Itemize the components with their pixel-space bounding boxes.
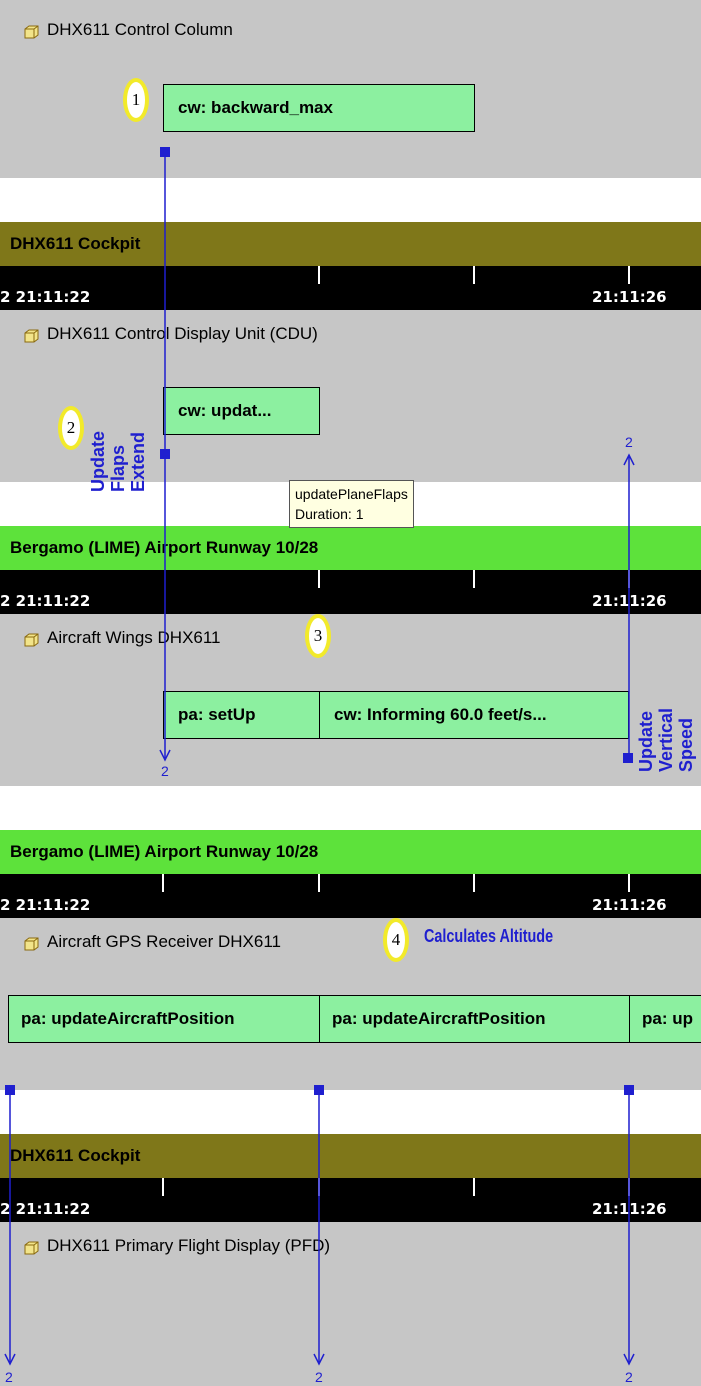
- lane-title-text: DHX611 Control Display Unit (CDU): [47, 324, 318, 343]
- lane-title-control-column: DHX611 Control Column: [24, 20, 233, 40]
- step-badge-4: 4: [383, 918, 409, 962]
- time-ruler-3: 2 21:11:22 21:11:26: [0, 874, 701, 918]
- lane-title-text: Aircraft Wings DHX611: [47, 628, 221, 647]
- activity-backward-max[interactable]: cw: backward_max: [163, 84, 475, 132]
- annotation-calculates-altitude: Calculates Altitude: [424, 926, 554, 946]
- lane-title-cdu: DHX611 Control Display Unit (CDU): [24, 324, 318, 344]
- step-badge-2: 2: [58, 406, 84, 450]
- time-right: 21:11:26: [592, 896, 667, 914]
- step-badge-1: 1: [123, 78, 149, 122]
- time-left: 2 21:11:22: [0, 592, 91, 610]
- cube-icon: [24, 24, 39, 38]
- time-right: 21:11:26: [592, 288, 667, 306]
- annotation-update-vertical-speed: Update Vertical Speed: [636, 707, 696, 772]
- time-ruler-1: 2 21:11:22 21:11:26: [0, 266, 701, 310]
- cube-icon: [24, 1240, 39, 1254]
- time-left: 2 21:11:22: [0, 896, 91, 914]
- activity-gps-2[interactable]: pa: updateAircraftPosition: [319, 995, 630, 1043]
- activity-informing[interactable]: cw: Informing 60.0 feet/s...: [319, 691, 629, 739]
- spacer: [0, 786, 701, 830]
- lane-title-text: Aircraft GPS Receiver DHX611: [47, 932, 281, 951]
- tooltip-title: updatePlaneFlaps: [295, 486, 408, 502]
- lane-pfd: [0, 1222, 701, 1386]
- cube-icon: [24, 632, 39, 646]
- tooltip-duration: Duration: 1: [295, 506, 364, 522]
- group-header-cockpit-2: DHX611 Cockpit: [0, 1134, 701, 1178]
- cube-icon: [24, 328, 39, 342]
- time-left: 2 21:11:22: [0, 288, 91, 306]
- lane-cdu: [0, 310, 701, 482]
- lane-title-pfd: DHX611 Primary Flight Display (PFD): [24, 1236, 330, 1256]
- spacer: [0, 1090, 701, 1134]
- time-ruler-4: 2 21:11:22 21:11:26: [0, 1178, 701, 1222]
- spacer: [0, 178, 701, 222]
- tooltip: updatePlaneFlaps Duration: 1: [289, 480, 414, 528]
- activity-gps-3[interactable]: pa: up: [629, 995, 701, 1043]
- activity-gps-1[interactable]: pa: updateAircraftPosition: [8, 995, 320, 1043]
- cube-icon: [24, 936, 39, 950]
- activity-updat[interactable]: cw: updat...: [163, 387, 320, 435]
- group-header-runway-2: Bergamo (LIME) Airport Runway 10/28: [0, 830, 701, 874]
- group-header-runway-1: Bergamo (LIME) Airport Runway 10/28: [0, 526, 701, 570]
- step-badge-3: 3: [305, 614, 331, 658]
- lane-title-gps: Aircraft GPS Receiver DHX611: [24, 932, 281, 952]
- lane-title-text: DHX611 Control Column: [47, 20, 233, 39]
- lane-title-text: DHX611 Primary Flight Display (PFD): [47, 1236, 331, 1255]
- activity-setup[interactable]: pa: setUp: [163, 691, 320, 739]
- lane-title-wings: Aircraft Wings DHX611: [24, 628, 221, 648]
- time-left: 2 21:11:22: [0, 1200, 91, 1218]
- time-ruler-2: 2 21:11:22 21:11:26: [0, 570, 701, 614]
- time-right: 21:11:26: [592, 1200, 667, 1218]
- time-right: 21:11:26: [592, 592, 667, 610]
- group-header-cockpit-1: DHX611 Cockpit: [0, 222, 701, 266]
- annotation-update-flaps-extend: Update Flaps Extend: [88, 430, 148, 492]
